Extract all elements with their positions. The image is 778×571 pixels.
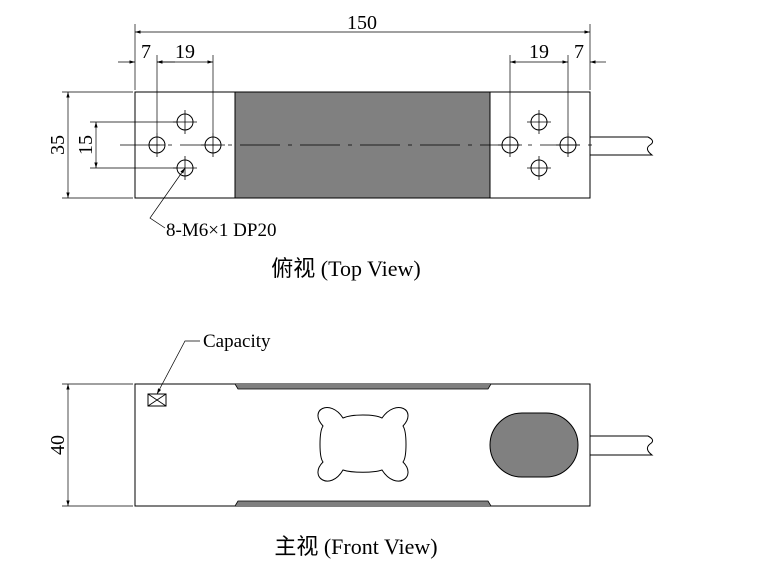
hole-callout: 8-M6×1 DP20 [166,220,276,241]
top-view-caption: 俯视 (Top View) [271,256,421,281]
binocular-cutout [317,407,409,482]
top-groove [234,383,492,390]
front-view-caption: 主视 (Front View) [274,534,437,559]
dim-left-edge: 7 [141,41,151,63]
top-view-cable [590,136,654,156]
bottom-groove [234,500,492,507]
front-view-cable [590,435,654,456]
top-view: 150 7 19 19 7 35 15 8-M6×1 DP20 俯视 (Top … [47,12,654,281]
front-view-oval [489,412,579,478]
dim-hole-spacing: 15 [75,135,97,155]
dim-right-edge: 7 [574,41,584,63]
dim-overall-length: 150 [347,12,377,34]
dim-right-spacing: 19 [529,41,549,63]
front-view: Capacity 40 主视 (Front View) [47,331,654,559]
capacity-label: Capacity [203,331,271,352]
dim-height: 40 [47,435,69,455]
right-hole-pattern [498,110,580,180]
dim-left-spacing: 19 [175,41,195,63]
dim-width: 35 [47,135,69,155]
